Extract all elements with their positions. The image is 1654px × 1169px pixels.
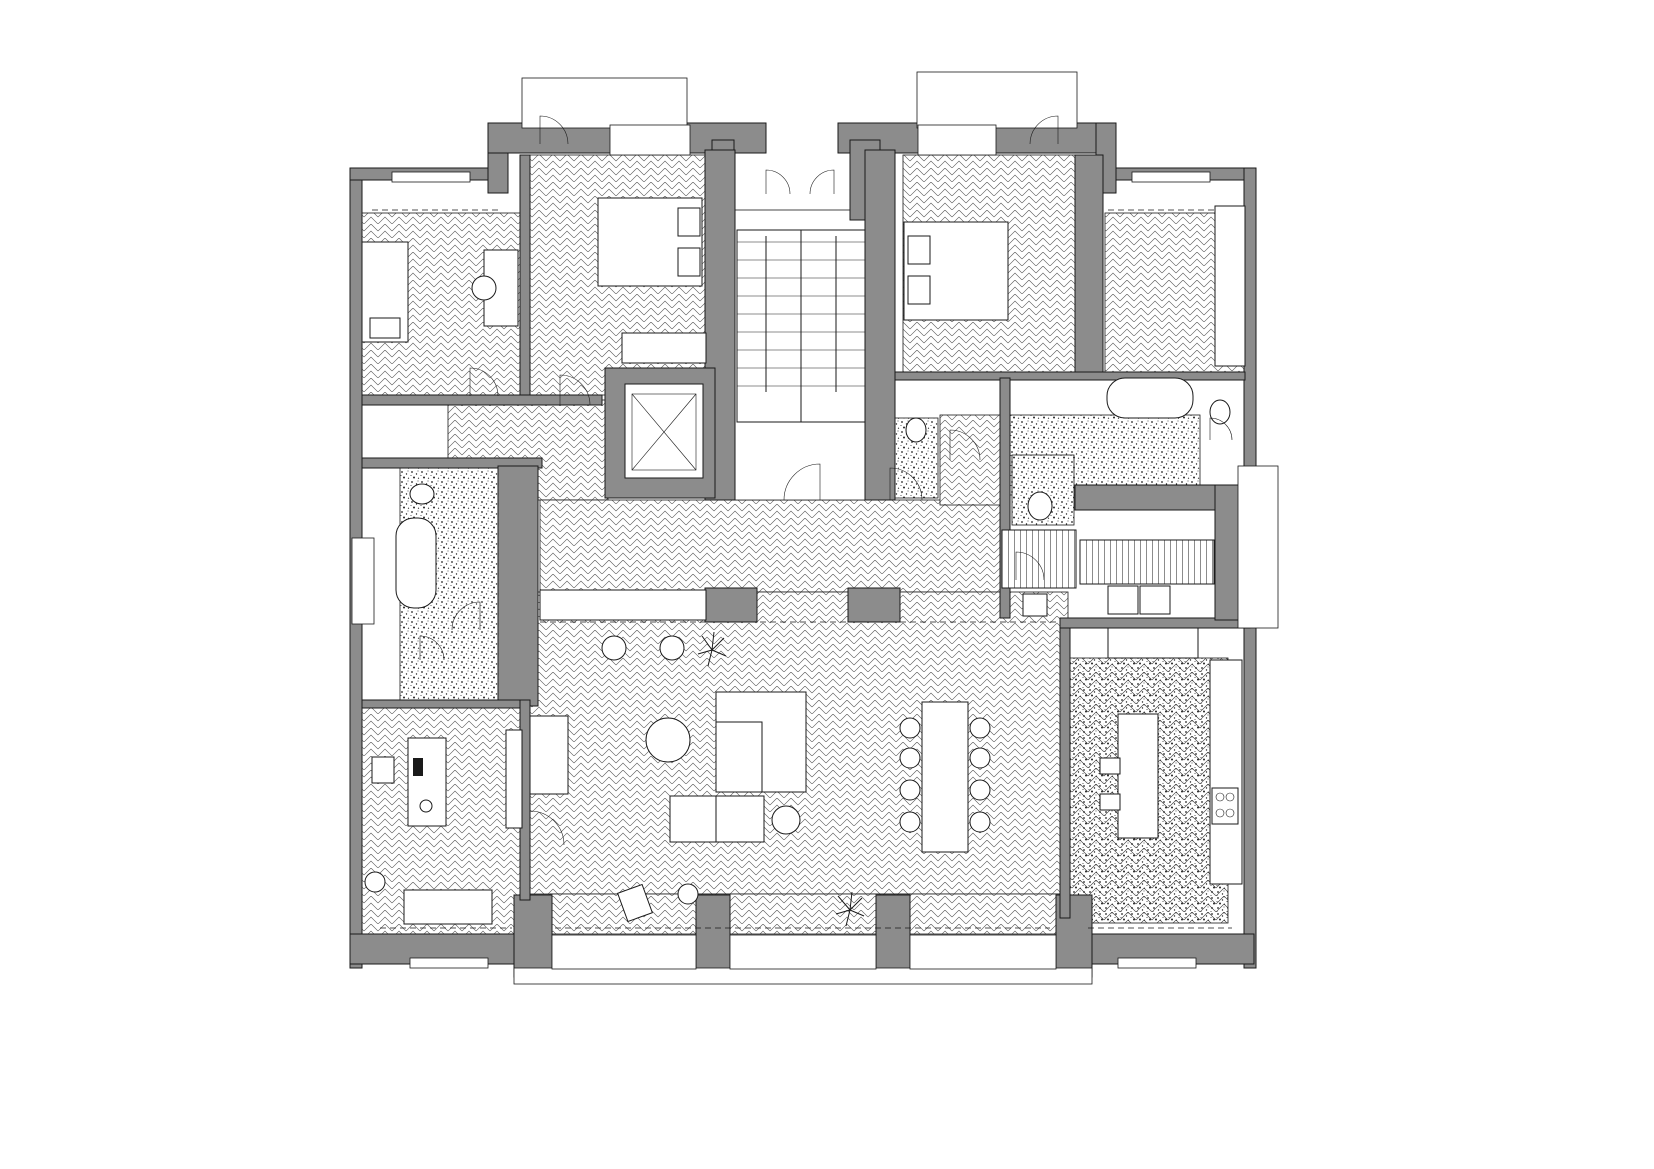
chair-icon — [899, 747, 921, 769]
stair-icon — [736, 229, 866, 423]
corridor-main-floor — [539, 499, 1001, 593]
door-swing-icon — [765, 169, 791, 195]
door-swing-icon — [539, 115, 569, 145]
door-swing-icon — [1029, 115, 1059, 145]
stove-icon — [1209, 659, 1243, 885]
desk-icon — [471, 249, 519, 327]
window-bed-right — [1131, 171, 1211, 183]
cabinet-icon — [505, 589, 707, 829]
door-swing-icon — [419, 115, 1233, 846]
windows — [351, 71, 1279, 985]
window-kitchen — [1117, 957, 1197, 969]
chair-icon — [899, 717, 991, 833]
wall-int-stair-right — [864, 149, 896, 501]
door-swing-icon — [451, 601, 481, 631]
bed-icon — [361, 241, 409, 343]
plant-icon — [697, 631, 865, 927]
door-swing-icon — [949, 429, 981, 461]
chair-icon — [899, 717, 921, 739]
door-swing-icon — [419, 635, 445, 661]
chair-icon — [969, 811, 991, 833]
bed-icon — [903, 221, 1009, 321]
window-living-3 — [909, 934, 1057, 970]
wall-int-kitchen-left — [1059, 617, 1071, 919]
window-living-1 — [551, 934, 697, 970]
bed-icon — [597, 197, 703, 287]
door-swing-icon — [1015, 551, 1045, 581]
wall-int-bed-right-bottom — [894, 371, 1246, 381]
chair-icon — [899, 811, 921, 833]
door-swing-icon — [469, 367, 499, 397]
window-bed-left — [391, 171, 471, 183]
wall-int-laundry — [1074, 484, 1226, 511]
window-left-side — [351, 537, 375, 625]
door-swing-icon — [1209, 417, 1233, 441]
wall-int-bed-left-right — [519, 154, 531, 396]
window-right-side — [1237, 465, 1279, 629]
door-swing-icon — [809, 169, 835, 195]
balcony-left — [521, 77, 688, 129]
chair-icon — [601, 635, 699, 923]
laundry-icon — [1001, 529, 1215, 659]
window-living-2 — [729, 934, 877, 970]
wall-int-study-top — [361, 699, 531, 709]
door-swing-icon — [783, 463, 821, 501]
elevator-icon — [624, 383, 704, 479]
window-bed-master-left — [609, 124, 691, 156]
desk-icon — [364, 737, 493, 925]
wall-int-corridor-top — [361, 457, 543, 469]
balcony-living — [513, 967, 1093, 985]
dining-table-icon — [921, 701, 969, 853]
corridor-right-floor — [939, 414, 1001, 506]
coffee-table-icon — [645, 717, 801, 835]
kitchen-island-icon — [1099, 713, 1159, 839]
balcony-right — [916, 71, 1078, 129]
toilet-icon — [409, 399, 1231, 521]
pier-3 — [875, 894, 911, 978]
door-swing-icon — [889, 467, 923, 501]
bathtub-icon — [395, 377, 1194, 609]
pier-2 — [695, 894, 731, 978]
chair-icon — [969, 779, 991, 801]
window-bed-master-right — [917, 124, 997, 156]
wall-int-corridor-bottom-a — [704, 587, 758, 623]
wall-int-bathleft-right — [497, 465, 539, 707]
chair-icon — [969, 717, 991, 739]
door-swing-icon — [529, 810, 565, 846]
wall-int-corridor-bottom-b — [847, 587, 901, 623]
pier-1 — [513, 894, 553, 978]
window-study — [409, 957, 489, 969]
wall-int-bed-right-left — [1074, 154, 1104, 378]
chair-icon — [899, 779, 921, 801]
wall-int-bed-left-bottom — [361, 394, 603, 406]
sofa-icon — [669, 691, 807, 843]
chair-icon — [969, 747, 991, 769]
wall-int-bath-left — [999, 377, 1011, 619]
door-swing-icon — [559, 374, 591, 406]
wardrobe-icon — [621, 205, 1246, 367]
